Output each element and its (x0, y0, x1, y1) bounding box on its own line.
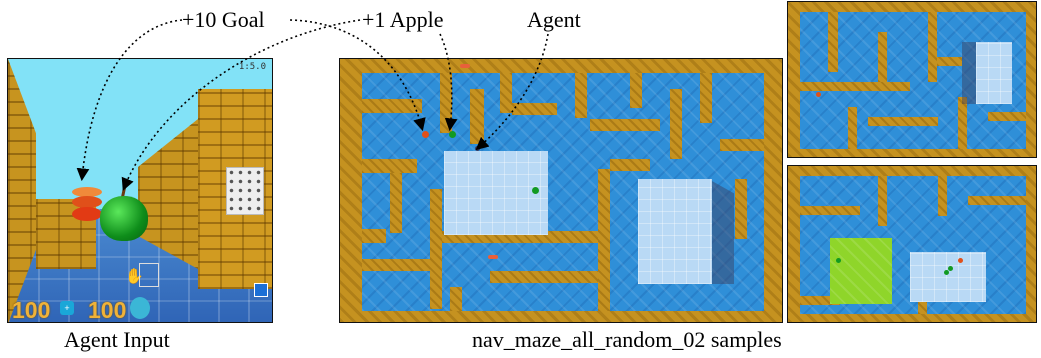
spawn-room (444, 151, 548, 235)
apple-object (100, 196, 148, 241)
apple-marker (449, 131, 456, 138)
health-value: 100 (12, 297, 51, 323)
agent-first-person-view: 1:5.0 ✋ 100 + 100 (7, 58, 273, 323)
wall-poster (226, 167, 264, 215)
green-room (830, 238, 892, 304)
goal-object (72, 187, 102, 227)
maze-top-down-view (339, 58, 783, 323)
wall-marker (460, 64, 470, 68)
samples-caption: nav_maze_all_random_02 samples (472, 327, 782, 352)
minimap-icon (254, 283, 268, 297)
apple-reward-label: +1 Apple (362, 7, 444, 32)
goal-reward-label: +10 Goal (182, 7, 265, 32)
ammo-box-icon (139, 263, 159, 287)
apple-marker (532, 187, 539, 194)
armor-value: 100 (88, 297, 127, 323)
maze-sample-2 (787, 165, 1037, 323)
timer: 1:5.0 (238, 62, 266, 72)
agent-marker (475, 146, 480, 151)
face-icon (130, 297, 150, 319)
hand-icon: ✋ (125, 269, 144, 285)
open-room (638, 179, 712, 284)
agent-label: Agent (527, 7, 581, 32)
armor-icon: + (60, 301, 74, 315)
maze-sample-1 (787, 1, 1037, 158)
agent-input-caption: Agent Input (64, 327, 170, 352)
goal-marker (422, 131, 429, 138)
wall-marker (488, 255, 498, 259)
